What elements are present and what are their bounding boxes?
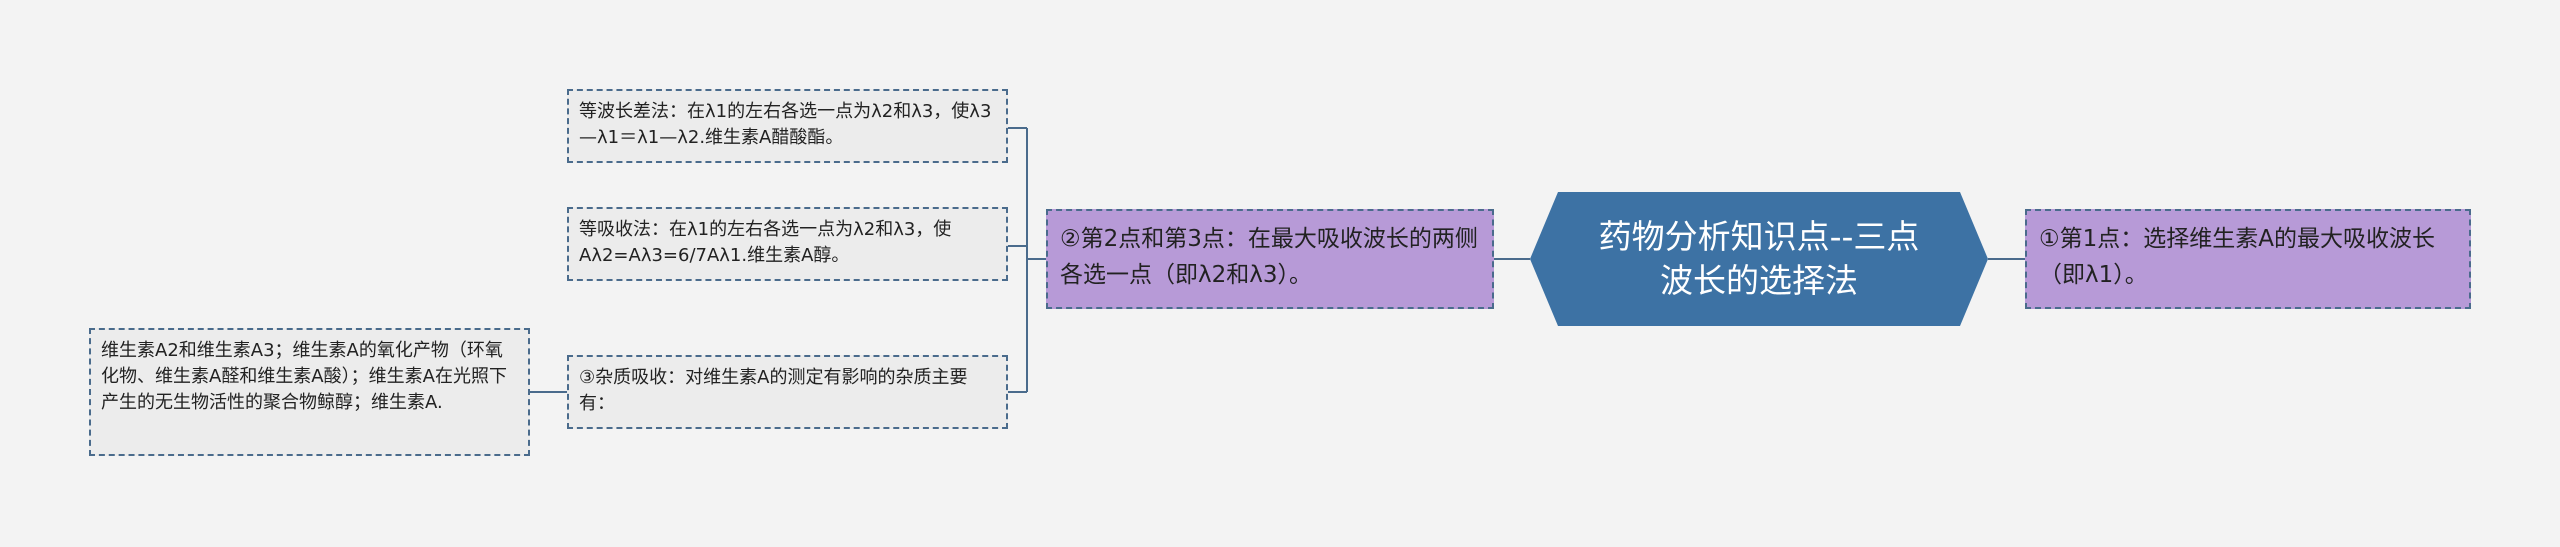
root-shape [1530, 192, 1988, 326]
point23-node[interactable]: ②第2点和第3点：在最大吸收波长的两侧各选一点（即λ2和λ3）。 [1046, 209, 1494, 309]
impurity-detail-node[interactable]: 维生素A2和维生素A3；维生素A的氧化产物（环氧化物、维生素A醛和维生素A酸）；… [89, 328, 530, 456]
root-node[interactable]: 药物分析知识点--三点波长的选择法 [1530, 192, 1988, 326]
impurity-absorption-node[interactable]: ③杂质吸收：对维生素A的测定有影响的杂质主要有： [567, 355, 1008, 429]
equal-absorption-node[interactable]: 等吸收法：在λ1的左右各选一点为λ2和λ3，使Aλ2=Aλ3=6/7Aλ1.维生… [567, 207, 1008, 281]
equal-wavelength-diff-node[interactable]: 等波长差法：在λ1的左右各选一点为λ2和λ3，使λ3—λ1＝λ1—λ2.维生素A… [567, 89, 1008, 163]
point1-node[interactable]: ①第1点：选择维生素A的最大吸收波长（即λ1）。 [2025, 209, 2471, 309]
root-title: 药物分析知识点--三点波长的选择法 [1598, 217, 1920, 300]
